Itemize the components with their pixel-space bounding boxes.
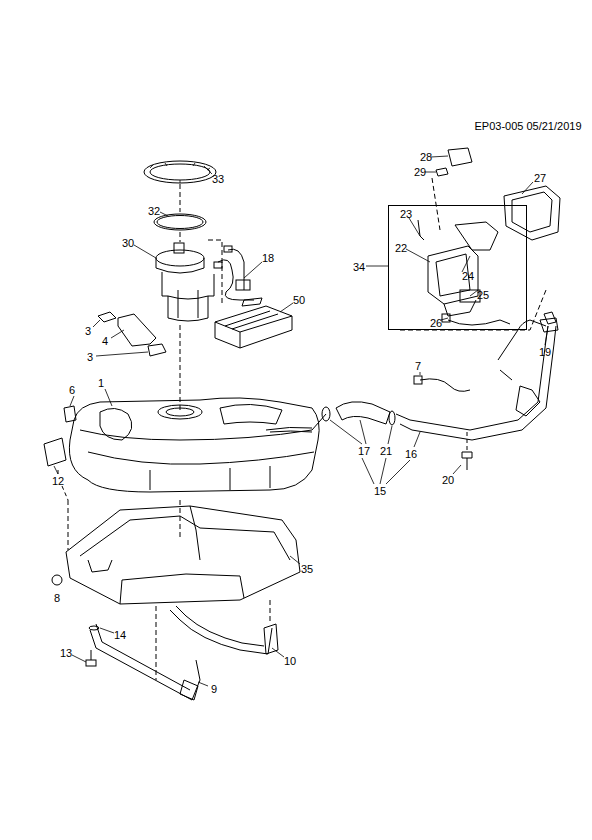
callout-number: 15 [374,486,386,497]
bracket-pad [148,344,166,356]
callout-number: 27 [534,173,546,184]
fuel-tank [69,398,319,492]
fuel-door [504,186,560,240]
callout-number: 7 [415,361,421,372]
actuator [436,148,472,176]
seal-ring-inner [157,216,203,229]
lock-ring-inner [150,164,210,180]
callout-number: 9 [211,684,217,695]
callout-number: 26 [430,318,442,329]
strap [90,624,200,700]
bolt [462,452,472,470]
bracket-pad [98,312,116,322]
callout-number: 17 [358,446,370,457]
callout-number: 24 [462,271,474,282]
fuel-tank-pad [44,438,66,466]
callout-number: 29 [414,167,426,178]
callout-number: 28 [420,152,432,163]
clip [544,312,556,324]
strap [170,606,278,654]
group-callout-number: 34 [353,262,365,273]
sensor-wire [420,379,470,391]
callout-number: 12 [52,476,64,487]
callout-number: 21 [380,446,392,457]
callout-number: 23 [400,209,412,220]
sensor [414,376,422,384]
callout-number: 13 [60,648,72,659]
wiring-harness [208,240,262,306]
callout-number: 20 [442,475,454,486]
callout-number: 22 [395,243,407,254]
callout-number: 3 [87,352,93,363]
callout-number: 19 [539,347,551,358]
drawing-code: EP03-005 05/21/2019 [474,121,581,132]
callout-number: 4 [102,336,108,347]
washer [89,626,99,630]
grommet [52,575,62,585]
callout-number: 10 [284,656,296,667]
callout-number: 6 [69,385,75,396]
callout-number: 35 [301,564,313,575]
leader-lines [54,156,548,686]
callout-number: 1 [98,378,104,389]
callout-number: 25 [477,290,489,301]
filler-hose [270,402,395,432]
callout-number: 32 [148,206,160,217]
insulator [64,406,76,422]
callout-number: 50 [293,295,305,306]
fuel-pump-control-module [215,306,292,348]
fuel-pump-module [156,243,214,321]
callout-number: 3 [85,326,91,337]
filler-pipe [396,318,558,440]
seal-ring [154,214,206,230]
callout-number: 18 [262,253,274,264]
fuel-door-housing [418,220,510,325]
callout-number: 14 [114,630,126,641]
lock-ring [144,161,216,183]
callout-number: 8 [54,593,60,604]
callout-number: 30 [122,238,134,249]
callout-number: 16 [405,449,417,460]
bolt [86,650,96,666]
fuel-tank-shield [66,506,300,604]
group-box: 342322242526 [388,205,527,330]
callout-number: 33 [212,174,224,185]
